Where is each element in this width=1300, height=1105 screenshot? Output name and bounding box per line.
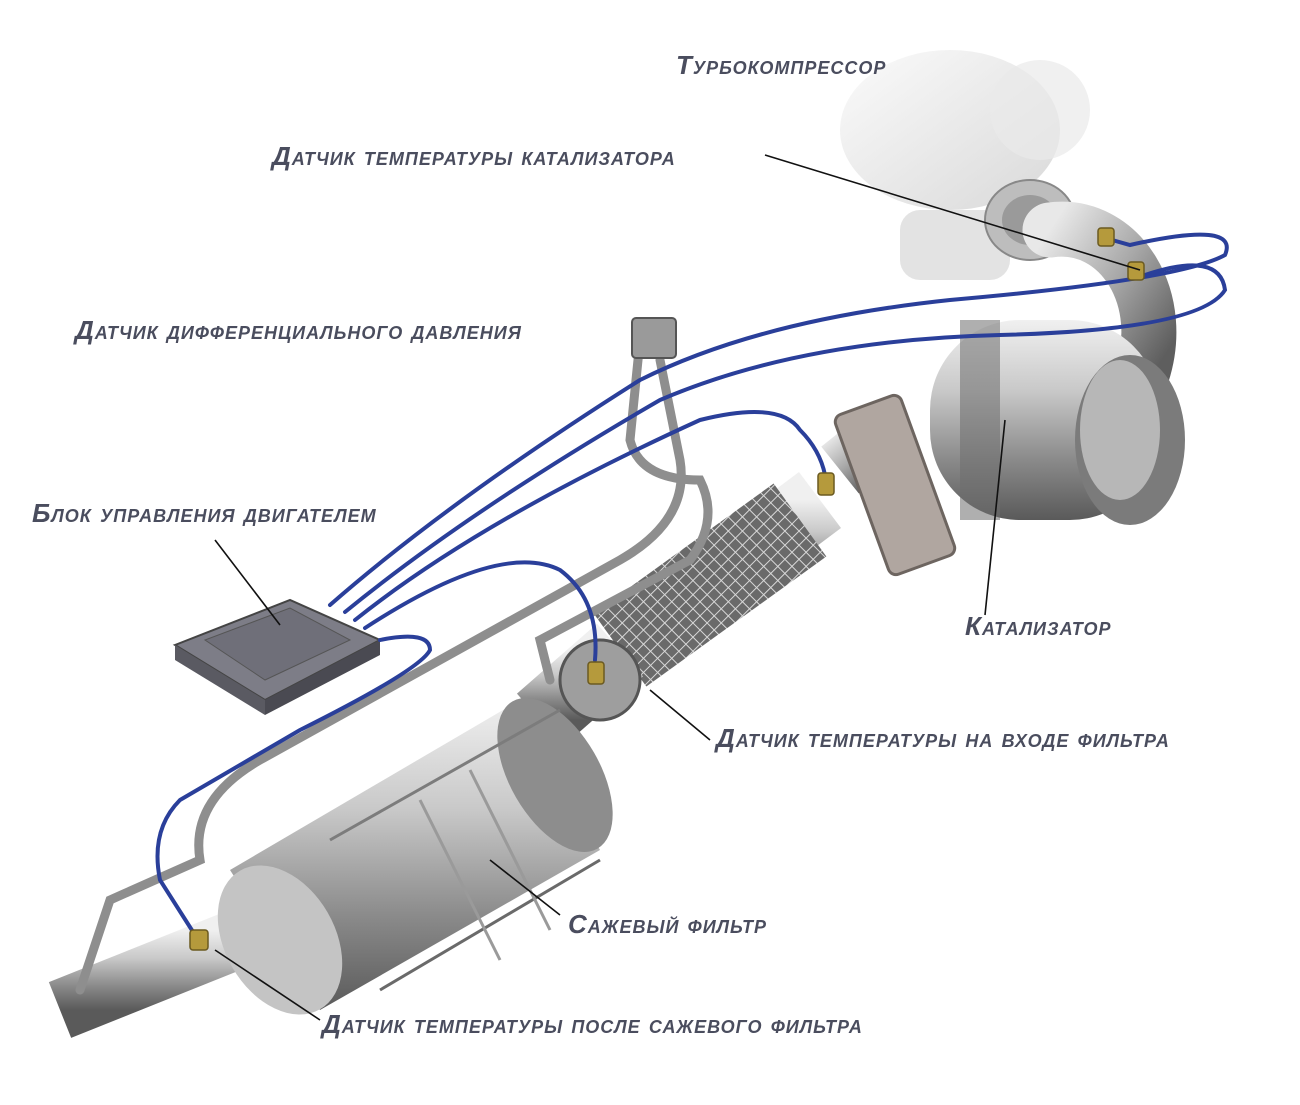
sensor-wires [155,232,1229,937]
catalyst-temp-sensor-1 [1097,227,1115,247]
label-ecu: Блок управления двигателем [32,498,377,528]
label-turbocharger: Турбокомпрессор [676,50,887,80]
filter-inlet-temp-sensor [587,661,605,685]
label-catalyst-temp-sensor: Датчик температуры катализатора [272,141,676,171]
diff-pressure-sensor-illustration [631,317,677,359]
sensors [189,227,1145,951]
ecu-illustration [172,598,383,715]
filter-inlet-sensor-body [817,472,835,496]
label-dpf: Сажевый фильтр [568,909,767,939]
label-after-dpf-temp-sensor: Датчик температуры после сажевого фильтр… [322,1009,863,1039]
label-filter-inlet-temp-sensor: Датчик температуры на входе фильтра [716,723,1170,753]
pressure-lines [75,335,713,995]
dpf-illustration [217,698,613,1015]
after-dpf-temp-sensor [189,929,209,951]
label-catalyst: Катализатор [965,611,1112,641]
label-diff-pressure-sensor: Датчик дифференциального давления [75,315,522,345]
catalyst-temp-sensor-2 [1127,261,1145,281]
leader-lines [214,154,1141,1021]
